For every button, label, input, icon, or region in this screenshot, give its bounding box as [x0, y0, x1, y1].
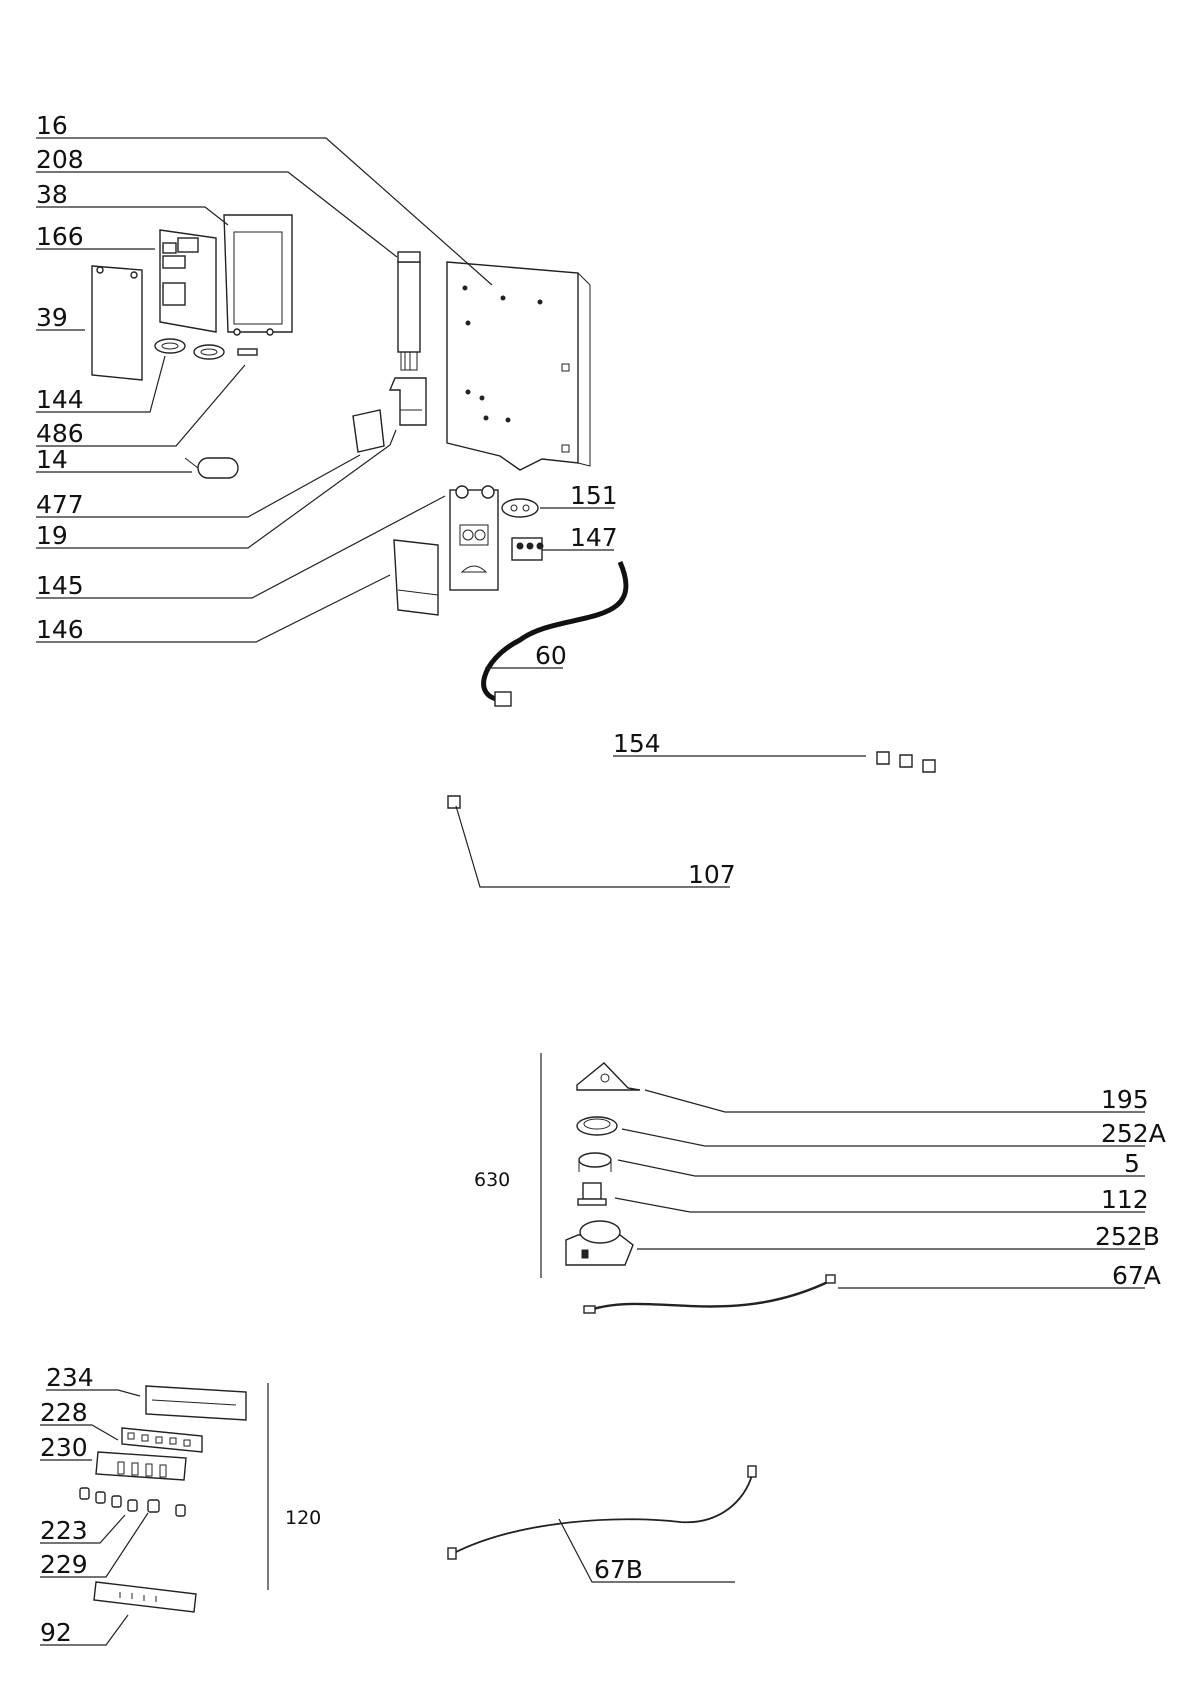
button-part-229 [147, 1499, 160, 1513]
group-120: 120 [40, 1363, 321, 1647]
label-14: 14 [36, 445, 68, 474]
label-60: 60 [535, 641, 567, 670]
filter-part-5 [578, 1152, 612, 1172]
grommet-part-144 [154, 338, 186, 354]
bracket-part-19 [388, 377, 427, 426]
label-252B: 252B [1095, 1222, 1160, 1251]
grommet-part-486-a [193, 344, 225, 360]
label-195: 195 [1101, 1085, 1149, 1114]
mounting-plate-part-16 [446, 261, 591, 471]
terminal-block-part-147 [511, 537, 544, 561]
bracket-part-195 [576, 1062, 641, 1091]
label-67A: 67A [1112, 1261, 1161, 1290]
power-cord-part-60 [481, 560, 629, 707]
profile-part-234 [145, 1385, 247, 1421]
group-label-120: 120 [285, 1507, 321, 1529]
label-234: 234 [46, 1363, 94, 1392]
cover-part-146 [393, 539, 439, 616]
cover-plate-part-39 [91, 265, 143, 381]
label-166: 166 [36, 222, 84, 251]
clip-part-107 [447, 795, 461, 809]
label-144: 144 [36, 385, 84, 414]
group-label-630: 630 [474, 1169, 510, 1191]
label-39: 39 [36, 303, 68, 332]
ring-part-252A [576, 1116, 618, 1136]
label-16: 16 [36, 111, 68, 140]
label-147: 147 [570, 523, 618, 552]
label-5: 5 [1124, 1149, 1140, 1178]
label-92: 92 [40, 1618, 72, 1647]
button-frame-part-230 [95, 1451, 187, 1481]
circuit-board-part-166 [159, 229, 217, 333]
thermostat-part-145 [449, 485, 499, 591]
housing-part-252B [565, 1220, 634, 1266]
label-230: 230 [40, 1433, 88, 1462]
cable-part-67B: 67B [447, 1465, 757, 1584]
clips-part-154 [876, 751, 936, 773]
label-107: 107 [688, 860, 736, 889]
label-208: 208 [36, 145, 84, 174]
label-252A: 252A [1101, 1119, 1166, 1148]
part-labels-top: 16 208 38 166 39 144 486 14 477 19 145 1… [36, 111, 736, 889]
transformer-part-208 [397, 251, 421, 371]
label-151: 151 [570, 481, 618, 510]
clip-part-477 [352, 409, 385, 453]
label-19: 19 [36, 521, 68, 550]
grommet-part-151 [501, 498, 539, 518]
label-154: 154 [613, 729, 661, 758]
label-146: 146 [36, 615, 84, 644]
label-477: 477 [36, 490, 84, 519]
leader-lines-top [36, 137, 866, 888]
control-panel-part-92 [93, 1581, 197, 1613]
housing-part-38 [223, 214, 293, 336]
label-486: 486 [36, 419, 84, 448]
label-228: 228 [40, 1398, 88, 1427]
pcb-part-228 [121, 1427, 203, 1453]
label-229: 229 [40, 1550, 88, 1579]
label-38: 38 [36, 180, 68, 209]
label-145: 145 [36, 571, 84, 600]
fuse-part-486 [237, 348, 258, 356]
label-223: 223 [40, 1516, 88, 1545]
label-112: 112 [1101, 1185, 1149, 1214]
capacitor-part-14 [184, 457, 239, 479]
knobs-part-223 [79, 1487, 186, 1517]
sensor-part-112 [577, 1182, 607, 1206]
label-67B: 67B [594, 1555, 643, 1584]
cable-part-67A [583, 1274, 836, 1314]
group-630: 630 1 [474, 1053, 1166, 1314]
